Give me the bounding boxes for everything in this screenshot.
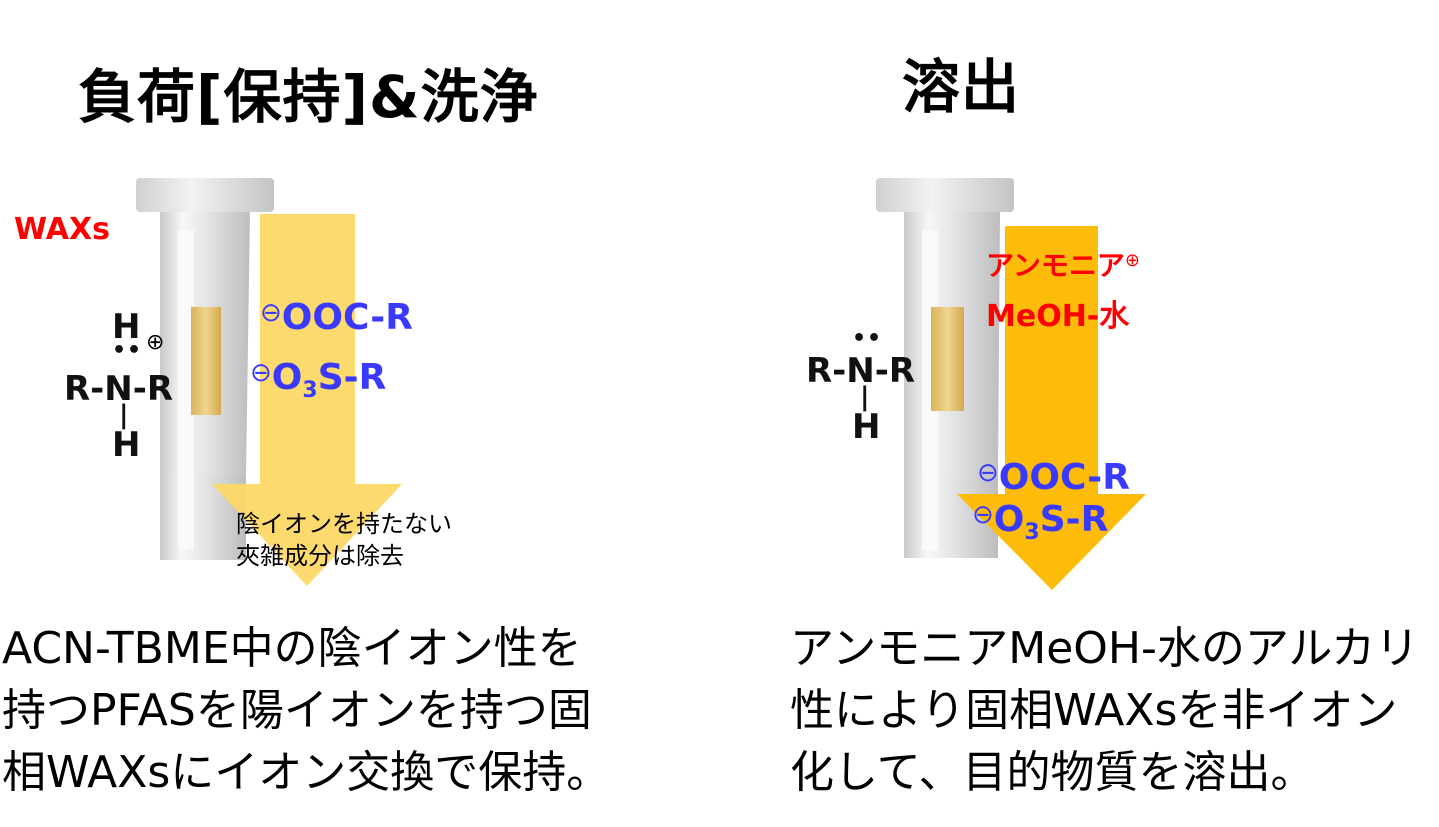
analyte-pre: O <box>271 357 303 398</box>
left-analyte-sulfonate: ⊖O3S-R <box>250 360 386 402</box>
left-description-line-2: 持つPFASを陽イオンを持つ固 <box>2 685 592 736</box>
amine-h-top: H <box>112 307 141 347</box>
left-sorbent-bed <box>191 307 221 415</box>
amine-lone-pair: •• <box>852 326 883 351</box>
right-analyte-sulfonate: ⊖O3S-R <box>972 502 1108 544</box>
analyte-pre: O <box>993 499 1025 540</box>
analyte-sub: 3 <box>1024 520 1040 546</box>
analyte-sub: 3 <box>302 378 318 404</box>
charge-minus: ⊖ <box>250 358 272 388</box>
amine-bond: | <box>860 382 870 412</box>
amine-bond: | <box>119 400 129 430</box>
arrow-note: 陰イオンを持たない 夾雑成分は除去 <box>236 508 452 572</box>
resin-label: WAXs <box>14 212 110 247</box>
eluent-line-2: MeOH-水 <box>986 299 1130 334</box>
amine-plus-charge: ⊕ <box>146 330 165 355</box>
arrow-note-line-1: 陰イオンを持たない <box>236 510 452 538</box>
charge-minus: ⊖ <box>972 500 994 530</box>
analyte-post: S-R <box>1039 499 1109 540</box>
right-analyte-carboxylate: ⊖OOC-R <box>977 460 1130 496</box>
right-description-line-2: 性により固相WAXsを非イオン <box>790 685 1398 736</box>
arrow-note-line-2: 夾雑成分は除去 <box>236 542 404 570</box>
amine-lone-pair: •• <box>112 338 143 363</box>
right-cartridge <box>876 178 1014 558</box>
analyte-post: S-R <box>317 357 387 398</box>
right-sorbent-bed <box>931 307 964 411</box>
analyte-text: OOC-R <box>281 297 413 338</box>
left-description-line-1: ACN-TBME中の陰イオン性を <box>2 623 582 674</box>
eluent-line-1: アンモニア⊕ <box>986 252 1140 280</box>
left-description: ACN-TBME中の陰イオン性を 持つPFASを陽イオンを持つ固 相WAXsにイ… <box>2 618 610 804</box>
eluent-plus-charge: ⊕ <box>1124 250 1140 271</box>
eluent-name: アンモニア <box>986 249 1125 282</box>
amine-h-bottom: H <box>852 407 881 447</box>
charge-minus: ⊖ <box>977 458 999 488</box>
amine-row: R-N-R <box>64 369 174 409</box>
right-description: アンモニアMeOH-水のアルカリ 性により固相WAXsを非イオン 化して、目的物… <box>790 618 1419 804</box>
right-description-line-3: 化して、目的物質を溶出。 <box>790 747 1315 798</box>
right-description-line-1: アンモニアMeOH-水のアルカリ <box>790 623 1420 674</box>
amine-row: R-N-R <box>806 351 916 391</box>
left-description-line-3: 相WAXsにイオン交換で保持。 <box>2 747 611 798</box>
analyte-text: OOC-R <box>998 457 1130 498</box>
charge-minus: ⊖ <box>260 298 282 328</box>
amine-h-bottom: H <box>112 425 141 465</box>
right-flow-arrow <box>957 226 1146 590</box>
right-title: 溶出 <box>902 53 1021 121</box>
left-title: 負荷[保持]&洗浄 <box>78 63 539 131</box>
left-flow-arrow <box>212 214 402 586</box>
left-analyte-carboxylate: ⊖OOC-R <box>260 300 413 336</box>
